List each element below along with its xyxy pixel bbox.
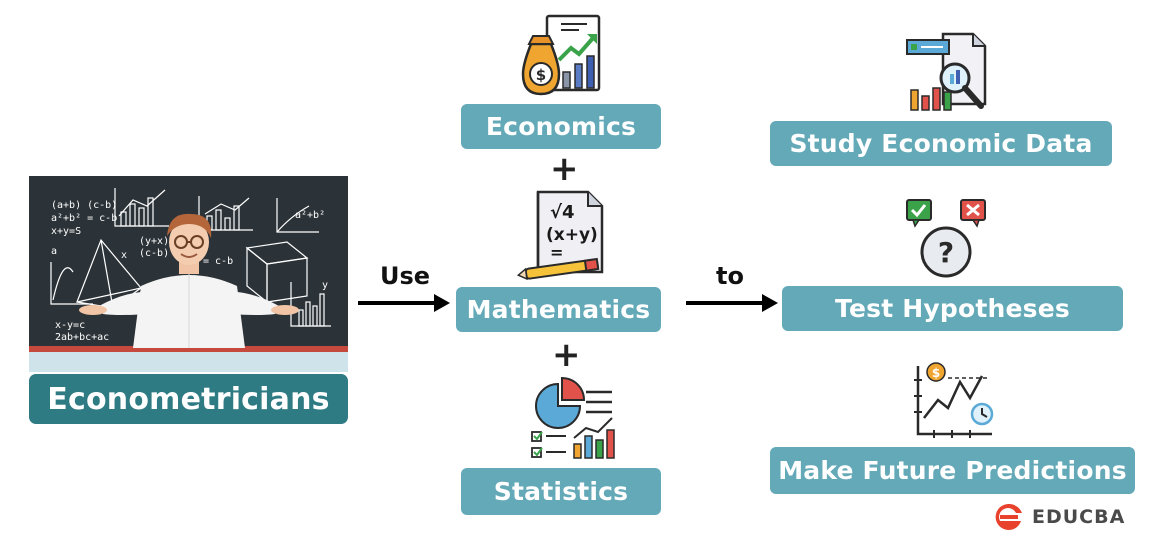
- bb-eq4: (y+x): [139, 236, 169, 247]
- floor-band: [29, 352, 348, 372]
- plus-sign-1: +: [550, 149, 579, 189]
- test-hypotheses-box: Test Hypotheses: [782, 286, 1123, 331]
- bb-eq7: a²+b²: [295, 210, 325, 221]
- economics-box: Economics: [461, 104, 661, 149]
- use-label: Use: [380, 262, 431, 290]
- study-economic-data-box: Study Economic Data: [770, 121, 1112, 166]
- make-future-predictions-box: Make Future Predictions: [770, 447, 1135, 494]
- to-label: to: [716, 262, 744, 290]
- data-analysis-icon: [905, 32, 989, 114]
- bb-var-y: y: [322, 280, 328, 291]
- svg-text:$: $: [536, 66, 546, 84]
- bb-eq2: a²+b² = c-b: [51, 213, 117, 224]
- bb-eq6: = c-b: [203, 256, 233, 267]
- money-bag-chart-icon: $: [517, 14, 603, 96]
- econometrician-person: [79, 213, 299, 348]
- bb-eq3: x+y=S: [51, 226, 81, 237]
- blackboard-ledge: [29, 346, 348, 352]
- educba-logo: EDUCBA: [990, 502, 1125, 532]
- use-arrow: [358, 292, 450, 314]
- statistics-box: Statistics: [461, 468, 661, 515]
- bb-var-x: x: [121, 250, 127, 261]
- bb-eq1: (a+b) (c-b): [51, 200, 117, 211]
- math-icon-text-3: =: [550, 243, 563, 262]
- mathematics-box: Mathematics: [456, 287, 661, 332]
- bb-eq8: x-y=c: [55, 320, 85, 331]
- statistics-report-icon: [528, 374, 618, 462]
- math-icon-text-2: (x+y): [546, 225, 598, 245]
- bb-eq5: (c-b): [139, 248, 169, 259]
- econometrician-illustration: (a+b) (c-b) a²+b² = c-b x+y=S (y+x) (c-b…: [29, 176, 348, 372]
- bb-sketches: [50, 188, 331, 327]
- econometricians-label: Econometricians: [29, 374, 348, 424]
- question-mark: ?: [938, 236, 954, 269]
- educba-logo-text: EDUCBA: [1032, 506, 1126, 528]
- to-arrow: [686, 292, 778, 314]
- bb-eq9: 2ab+bc+ac: [55, 332, 109, 343]
- hypothesis-icon: ?: [903, 196, 991, 282]
- bb-var-a: a: [51, 246, 57, 257]
- math-notebook-icon: √4 (x+y) =: [516, 188, 608, 280]
- educba-logo-icon: [995, 503, 1022, 530]
- plus-sign-2: +: [552, 335, 581, 375]
- prediction-chart-icon: $: [912, 360, 996, 440]
- math-icon-text-1: √4: [550, 202, 575, 223]
- dollar-coin-symbol: $: [932, 366, 940, 380]
